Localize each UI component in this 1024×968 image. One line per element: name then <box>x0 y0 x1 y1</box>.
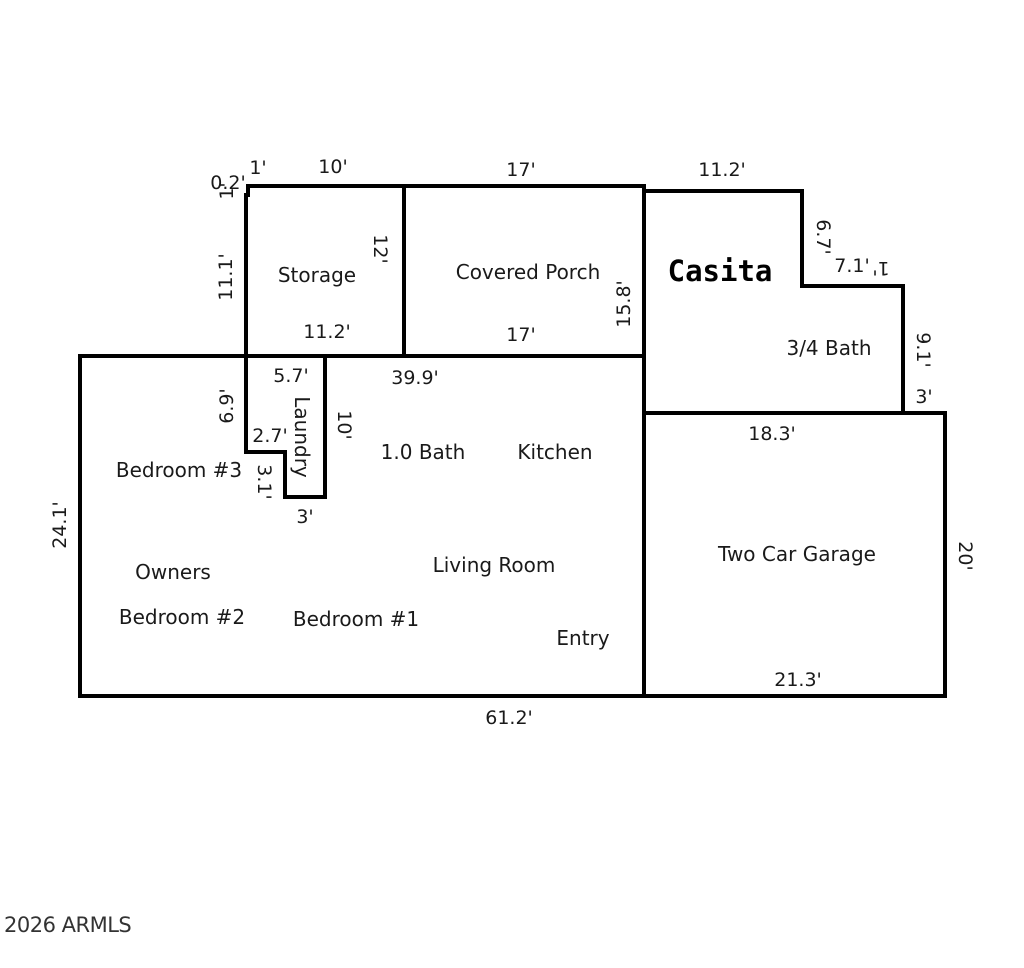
wall-storage <box>244 184 406 356</box>
room-owners: Owners <box>135 560 211 584</box>
dim-1-left: 1' <box>216 182 238 199</box>
room-bedroom-1: Bedroom #1 <box>293 607 419 631</box>
dim-6-7: 6.7' <box>812 219 834 254</box>
copyright-text: 2026 ARMLS <box>4 913 131 937</box>
wall-garage <box>644 411 947 698</box>
dim-10-laundry: 10' <box>333 410 355 439</box>
dim-21-3: 21.3' <box>774 669 822 691</box>
room-bedroom-3: Bedroom #3 <box>116 458 242 482</box>
walls <box>78 184 947 698</box>
room-labels: Storage Covered Porch Casita 3/4 Bath La… <box>116 254 876 650</box>
room-casita: Casita <box>668 254 773 288</box>
dim-10-top: 10' <box>318 156 347 178</box>
dim-0-2: 0.2' <box>210 172 245 194</box>
room-living-room: Living Room <box>433 553 556 577</box>
dim-5-7: 5.7' <box>273 365 308 387</box>
dim-7-1: 7.1' <box>834 255 869 277</box>
dim-15-8: 15.8' <box>613 280 635 328</box>
room-three-quarter-bath: 3/4 Bath <box>786 336 871 360</box>
room-bedroom-2: Bedroom #2 <box>119 605 245 629</box>
room-covered-porch: Covered Porch <box>456 260 601 284</box>
dim-20: 20' <box>954 541 976 570</box>
dim-9-1: 9.1' <box>912 332 934 367</box>
room-laundry: Laundry <box>290 396 314 478</box>
room-garage: Two Car Garage <box>717 542 876 566</box>
dim-61-2: 61.2' <box>485 707 533 729</box>
dimension-labels: 0.2' 1' 1' 10' 17' 11.2' 11.1' 12' 11.2'… <box>49 156 976 729</box>
dim-12: 12' <box>369 234 391 263</box>
dim-1-casita: 1' <box>872 257 889 279</box>
dim-2-7: 2.7' <box>252 425 287 447</box>
room-storage: Storage <box>278 263 356 287</box>
room-kitchen: Kitchen <box>517 440 592 464</box>
dim-39-9: 39.9' <box>391 367 439 389</box>
dim-11-1: 11.1' <box>215 253 237 301</box>
dim-1-top: 1' <box>249 157 266 179</box>
wall-laundry <box>244 356 327 499</box>
dim-24-1: 24.1' <box>49 501 71 549</box>
dim-3-1: 3.1' <box>253 464 275 499</box>
dim-18-3: 18.3' <box>748 423 796 445</box>
room-bath-one: 1.0 Bath <box>381 440 466 464</box>
dim-6-9: 6.9' <box>216 388 238 423</box>
wall-casita <box>642 189 945 415</box>
dim-17-porch: 17' <box>506 324 535 346</box>
dim-3-laundry: 3' <box>296 506 313 528</box>
dim-11-2-top: 11.2' <box>698 159 746 181</box>
room-entry: Entry <box>556 626 609 650</box>
dim-3-bath: 3' <box>915 386 932 408</box>
dim-17-top: 17' <box>506 159 535 181</box>
dim-11-2-storage: 11.2' <box>303 321 351 343</box>
